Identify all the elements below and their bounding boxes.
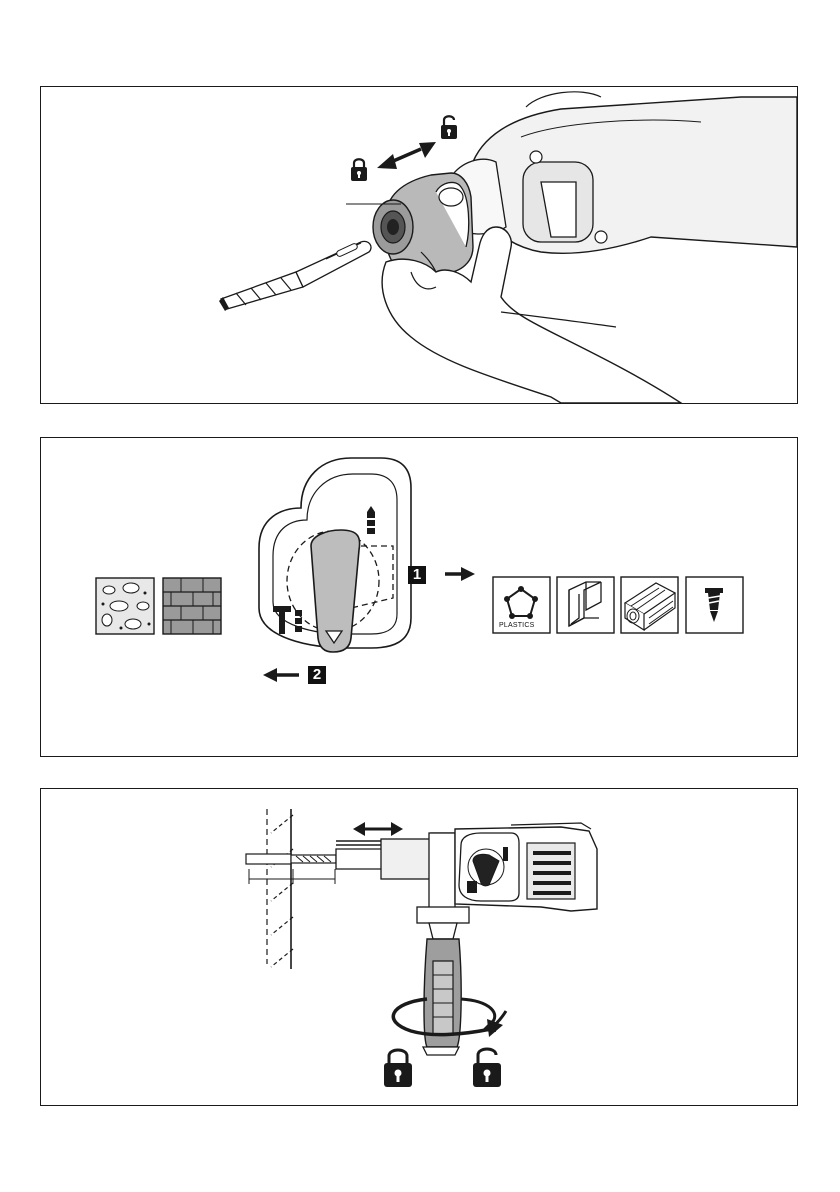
- wood-icon: [621, 577, 678, 633]
- unlock-icon: [473, 1049, 501, 1087]
- chuck-illustration: [41, 87, 797, 403]
- panel-mode-selector: 1 2 PLASTICS: [40, 437, 798, 757]
- arrow-right-icon: [461, 567, 475, 581]
- chuck: [381, 839, 431, 879]
- screw-icon: [686, 577, 743, 633]
- lock-icon: [351, 159, 367, 181]
- plastics-label: PLASTICS: [499, 622, 534, 629]
- double-arrow-icon: [353, 822, 403, 836]
- step-1-label: 1: [408, 566, 426, 584]
- drill-bit: [219, 241, 371, 311]
- side-handle-illustration: [41, 789, 797, 1105]
- lock-icon: [384, 1050, 412, 1087]
- arrow-left-icon: [263, 668, 277, 682]
- wall: [267, 809, 293, 969]
- step-2-label: 2: [308, 666, 326, 684]
- unlock-icon: [441, 116, 457, 139]
- steel-beam-icon: [557, 577, 614, 633]
- double-arrow-icon: [377, 142, 436, 169]
- drill-icon: [367, 506, 375, 534]
- brick-icon: [163, 578, 221, 634]
- panel-side-handle-depth: [40, 788, 798, 1106]
- mode-selector-illustration: [41, 438, 797, 756]
- concrete-icon: [96, 578, 154, 634]
- panel-chuck-insertion: [40, 86, 798, 404]
